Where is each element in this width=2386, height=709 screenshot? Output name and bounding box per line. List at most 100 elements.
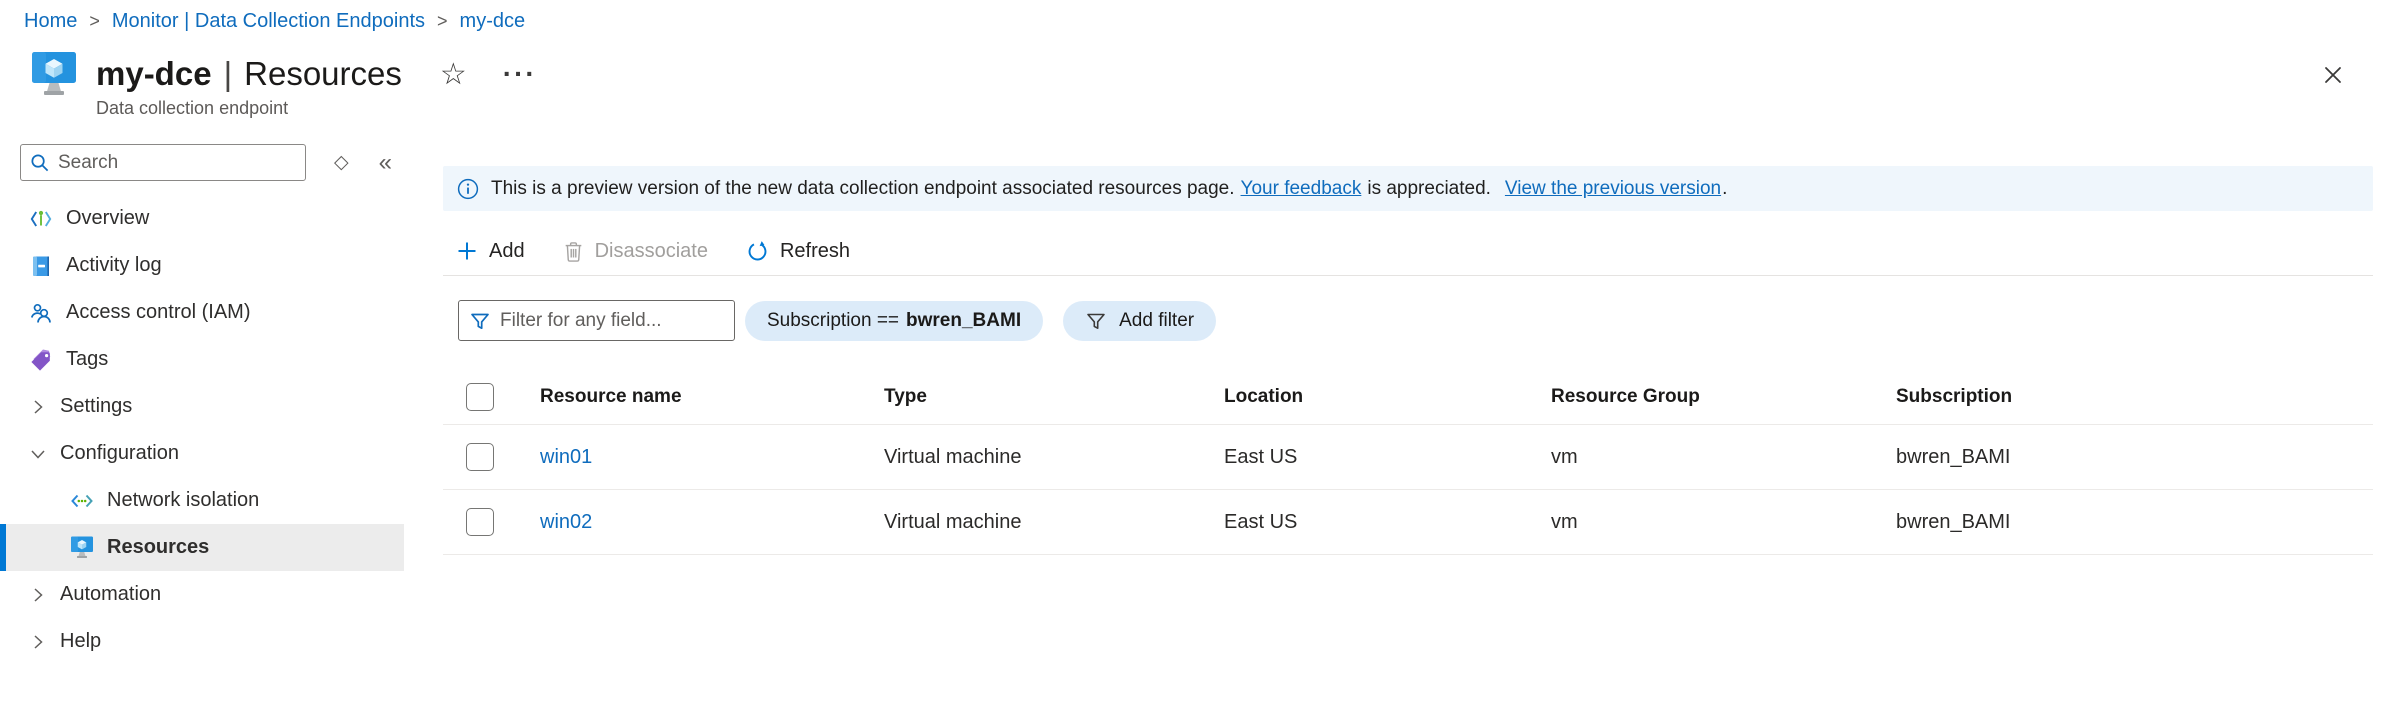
more-options-icon[interactable]: ··· <box>502 58 537 89</box>
sidebar-nav: Overview Activity log <box>0 195 404 665</box>
column-header-location[interactable]: Location <box>1224 385 1304 407</box>
subscription-filter-pill[interactable]: Subscription == bwren_BAMI <box>745 300 1044 341</box>
resource-name-title: my-dce <box>96 55 212 92</box>
overview-icon <box>29 207 53 231</box>
add-filter-pill[interactable]: Add filter <box>1063 300 1217 341</box>
chevron-down-icon <box>29 445 47 463</box>
disassociate-button[interactable]: Disassociate <box>563 240 708 263</box>
blade-name-title: Resources <box>244 55 402 92</box>
cell-location: East US <box>1224 510 1298 533</box>
filter-pill-value: bwren_BAMI <box>906 309 1022 331</box>
add-filter-funnel-icon <box>1085 310 1107 332</box>
sidebar-search-row: ◇ « <box>20 144 392 181</box>
sidebar-group-help[interactable]: Help <box>0 618 404 665</box>
table-row: win02 Virtual machine East US vm bwren_B… <box>443 490 2373 555</box>
resource-link[interactable]: win01 <box>540 445 593 468</box>
main-content: This is a preview version of the new dat… <box>443 166 2373 555</box>
page-title: my-dce | Resources <box>96 55 402 93</box>
breadcrumb-home[interactable]: Home <box>24 10 78 32</box>
table-row: win01 Virtual machine East US vm bwren_B… <box>443 425 2373 490</box>
column-header-type[interactable]: Type <box>884 385 927 407</box>
sidebar-item-label: Activity log <box>66 254 162 276</box>
row-checkbox[interactable] <box>466 508 494 536</box>
network-isolation-icon <box>70 489 94 513</box>
sidebar-item-label: Network isolation <box>107 489 260 511</box>
filter-field-box[interactable] <box>458 300 735 341</box>
activity-log-icon <box>29 254 53 278</box>
close-blade-icon[interactable] <box>2318 60 2348 90</box>
refresh-button[interactable]: Refresh <box>746 240 850 263</box>
cell-type: Virtual machine <box>884 510 1022 533</box>
resources-icon <box>70 536 94 560</box>
sidebar-item-label: Overview <box>66 207 150 229</box>
filter-funnel-icon <box>469 310 491 332</box>
disassociate-button-label: Disassociate <box>594 239 708 262</box>
breadcrumb-separator: > <box>89 11 100 31</box>
page-subtitle: Data collection endpoint <box>96 98 289 118</box>
add-button-label: Add <box>489 239 525 262</box>
access-control-iam-icon <box>29 301 53 325</box>
sidebar-item-label: Tags <box>66 348 109 370</box>
sidebar-item-label: Configuration <box>60 442 179 464</box>
add-button[interactable]: Add <box>456 240 525 263</box>
filter-pill-field: Subscription == <box>767 309 900 331</box>
breadcrumb-separator: > <box>437 11 448 31</box>
sidebar-item-network-isolation[interactable]: Network isolation <box>0 477 404 524</box>
refresh-menu-icon[interactable]: ◇ <box>334 152 349 173</box>
breadcrumb: Home > Monitor | Data Collection Endpoin… <box>24 10 525 33</box>
select-all-checkbox[interactable] <box>466 382 494 411</box>
filter-any-field-input[interactable] <box>500 309 724 332</box>
command-bar: Add Disassociate <box>443 227 2373 276</box>
cell-subscription: bwren_BAMI <box>1896 445 2011 468</box>
search-input[interactable] <box>58 151 297 174</box>
sidebar-item-label: Automation <box>60 583 162 605</box>
filter-bar: Subscription == bwren_BAMI Add filter <box>443 300 2373 341</box>
sidebar-item-overview[interactable]: Overview <box>0 195 404 242</box>
tags-icon <box>29 348 53 372</box>
cell-location: East US <box>1224 445 1298 468</box>
sidebar-item-tags[interactable]: Tags <box>0 336 404 383</box>
banner-message-suffix: is appreciated. <box>1367 177 1491 199</box>
refresh-icon <box>746 240 769 263</box>
sidebar-search-box[interactable] <box>20 144 306 181</box>
add-filter-label: Add filter <box>1119 309 1195 331</box>
previous-version-link[interactable]: View the previous version <box>1504 177 1722 199</box>
column-header-resource-name[interactable]: Resource name <box>540 385 682 407</box>
sidebar-item-access-control[interactable]: Access control (IAM) <box>0 289 404 336</box>
cell-type: Virtual machine <box>884 445 1022 468</box>
search-icon <box>29 152 50 173</box>
banner-period: . <box>1722 177 1728 199</box>
feedback-link[interactable]: Your feedback <box>1240 177 1362 199</box>
column-header-subscription[interactable]: Subscription <box>1896 385 2013 407</box>
page-title-bar: my-dce | Resources ☆ ··· <box>30 48 537 100</box>
sidebar-item-label: Resources <box>107 536 210 558</box>
cell-resource-group: vm <box>1551 510 1578 533</box>
chevron-right-icon <box>29 633 47 651</box>
trash-icon <box>563 240 584 263</box>
breadcrumb-monitor-dce[interactable]: Monitor | Data Collection Endpoints <box>111 10 426 32</box>
collapse-menu-icon[interactable]: « <box>378 148 392 176</box>
favorite-star-icon[interactable]: ☆ <box>439 57 467 91</box>
info-icon <box>457 178 479 200</box>
resources-table: Resource name Type Location Resource Gro… <box>443 369 2373 555</box>
refresh-button-label: Refresh <box>779 239 851 262</box>
chevron-right-icon <box>29 586 47 604</box>
sidebar-item-activity-log[interactable]: Activity log <box>0 242 404 289</box>
title-divider: | <box>223 55 233 92</box>
table-header-row: Resource name Type Location Resource Gro… <box>443 369 2373 425</box>
sidebar-item-label: Access control (IAM) <box>66 301 251 323</box>
sidebar-item-resources[interactable]: Resources <box>0 524 404 571</box>
resource-link[interactable]: win02 <box>540 510 593 533</box>
row-checkbox[interactable] <box>466 443 494 471</box>
chevron-right-icon <box>29 398 47 416</box>
sidebar-item-label: Settings <box>60 395 133 417</box>
breadcrumb-my-dce[interactable]: my-dce <box>459 10 526 32</box>
resource-menu-sidebar: ◇ « Overview <box>0 140 404 709</box>
sidebar-item-label: Help <box>60 630 102 652</box>
sidebar-group-configuration[interactable]: Configuration <box>0 430 404 477</box>
add-plus-icon <box>456 240 478 262</box>
sidebar-group-automation[interactable]: Automation <box>0 571 404 618</box>
cell-resource-group: vm <box>1551 445 1578 468</box>
column-header-resource-group[interactable]: Resource Group <box>1551 385 1700 407</box>
sidebar-group-settings[interactable]: Settings <box>0 383 404 430</box>
